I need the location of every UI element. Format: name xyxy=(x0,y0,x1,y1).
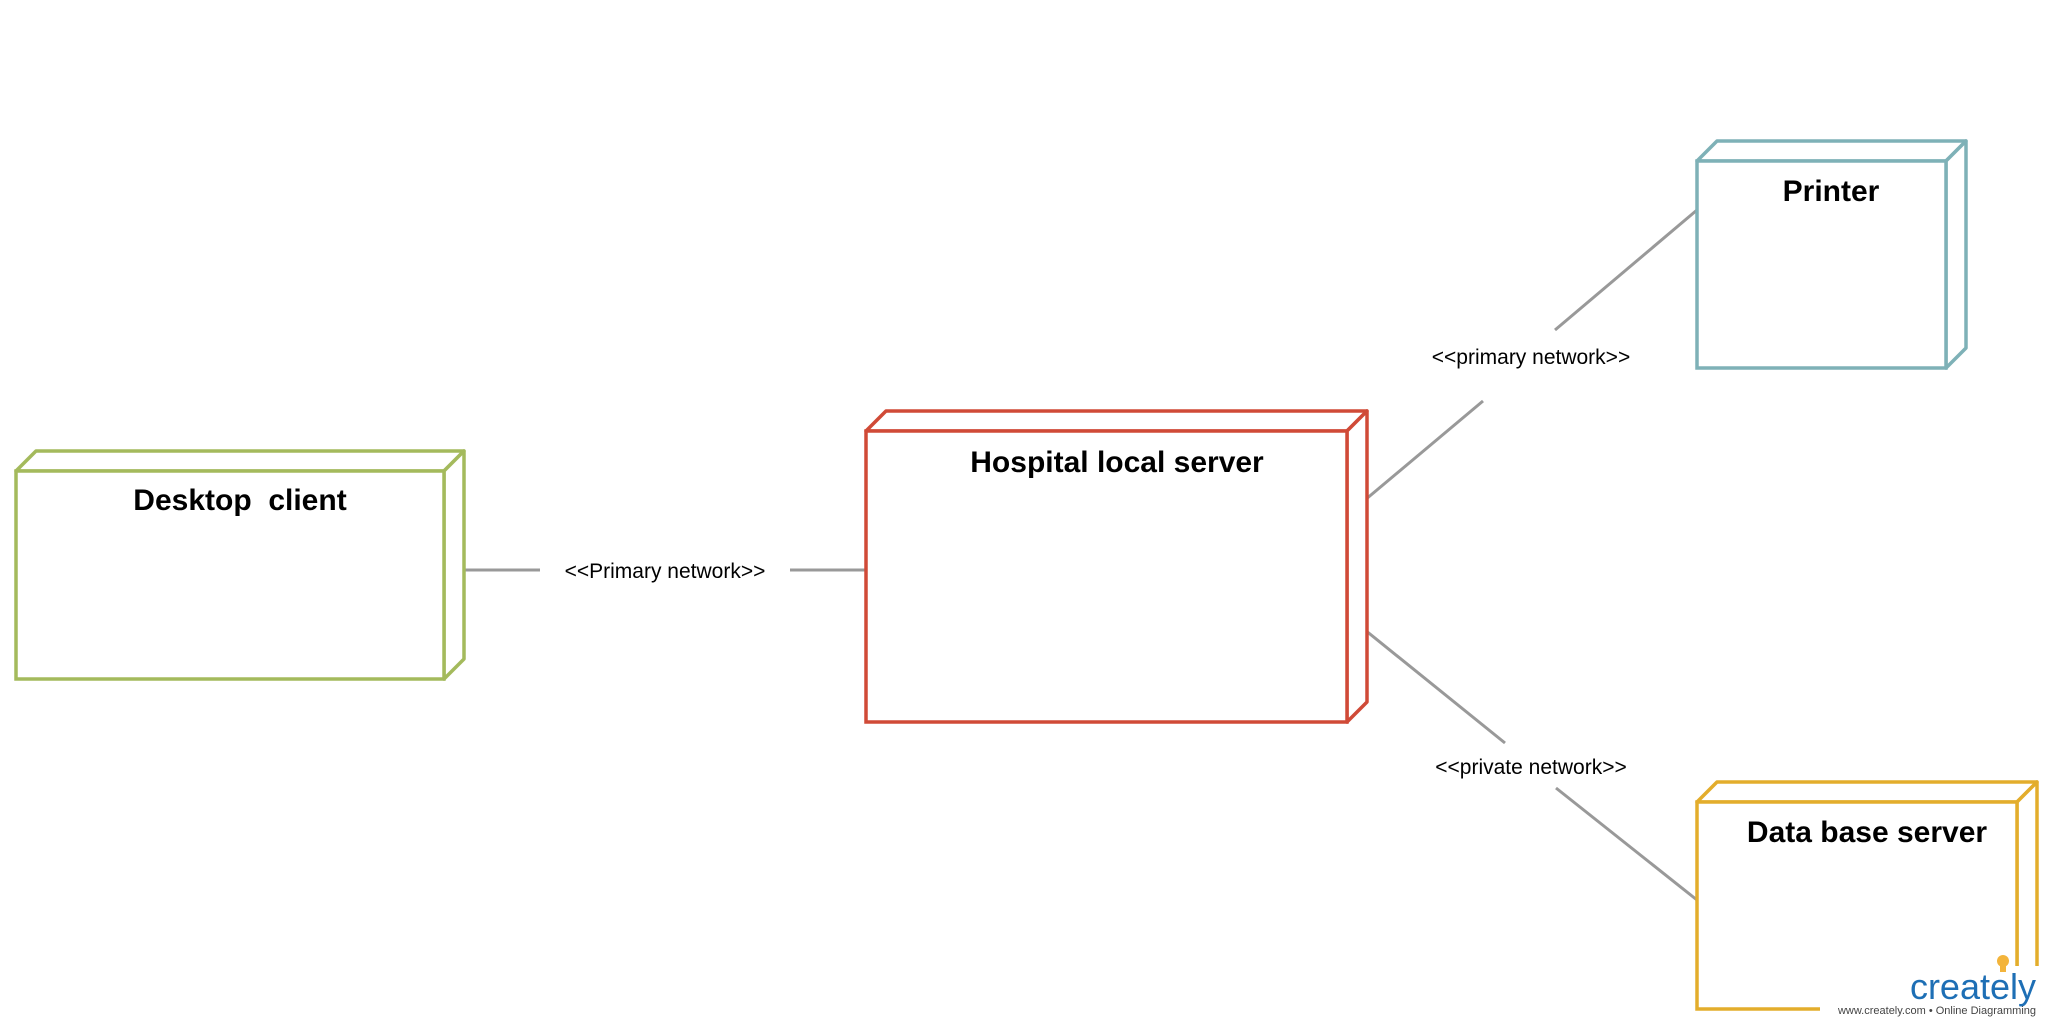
node-front-face xyxy=(14,469,446,681)
edge-line-segment xyxy=(1364,628,1506,745)
node-front-face xyxy=(1695,159,1948,370)
node-title: Hospital local server xyxy=(970,446,1264,479)
edge-server-to-printer[interactable]: <<primary network>> xyxy=(1364,208,1698,502)
watermark-brand: creately xyxy=(1910,966,2036,1007)
node-printer[interactable]: Printer xyxy=(1695,139,1968,370)
lightbulb-icon xyxy=(1997,955,2009,972)
node-hospital-local-server[interactable]: Hospital local server xyxy=(864,409,1369,724)
creately-watermark: creately www.creately.com • Online Diagr… xyxy=(1820,955,2046,1018)
node-title: Printer xyxy=(1783,175,1880,208)
edge-client-to-server[interactable]: <<Primary network>> xyxy=(465,560,866,583)
edge-label: <<primary network>> xyxy=(1432,346,1630,369)
node-title: Desktop client xyxy=(133,484,346,517)
edge-line-segment xyxy=(1364,399,1484,502)
node-side-face xyxy=(442,449,466,681)
node-top-face xyxy=(864,409,1369,433)
edge-label: <<Primary network>> xyxy=(565,560,766,583)
node-desktop-client[interactable]: Desktop client xyxy=(14,449,466,681)
edge-server-to-database[interactable]: <<private network>> xyxy=(1364,628,1698,902)
edge-label: <<private network>> xyxy=(1435,756,1626,779)
edge-line-segment xyxy=(1555,786,1698,902)
edge-line-segment xyxy=(1554,208,1698,332)
node-top-face xyxy=(1695,780,2039,804)
node-top-face xyxy=(14,449,466,473)
node-top-face xyxy=(1695,139,1968,163)
node-title: Data base server xyxy=(1747,816,1987,849)
node-front-face xyxy=(864,429,1349,724)
watermark-backdrop xyxy=(1820,966,2046,1018)
node-side-face xyxy=(1944,139,1968,370)
watermark-tagline: www.creately.com • Online Diagramming xyxy=(1837,1005,2036,1017)
node-side-face xyxy=(1345,409,1369,724)
